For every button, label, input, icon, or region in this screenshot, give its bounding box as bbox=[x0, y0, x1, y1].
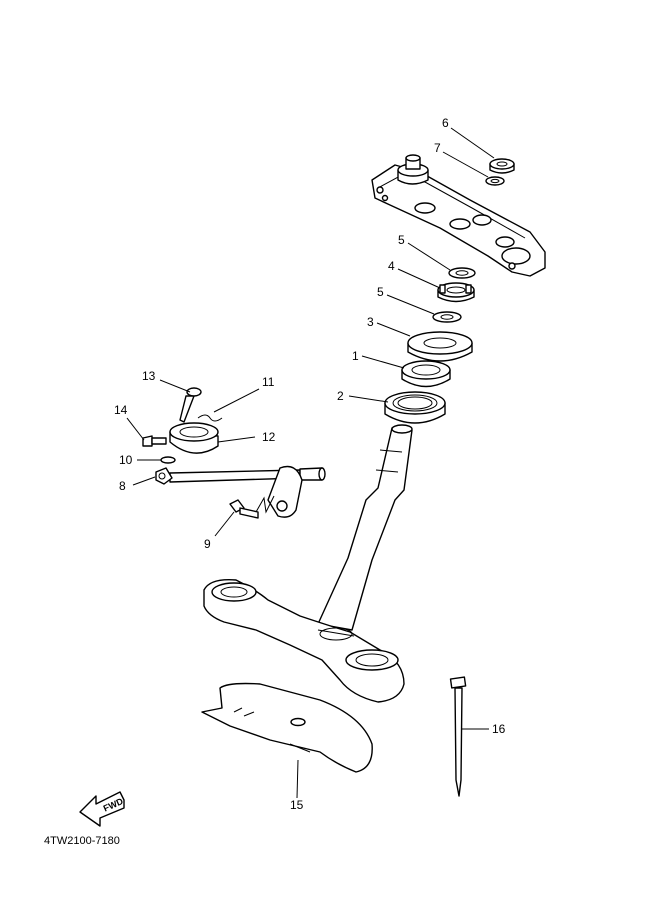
part-5-washer-upper bbox=[448, 267, 476, 279]
callout-14: 14 bbox=[114, 403, 128, 417]
leader-lines bbox=[126, 127, 495, 799]
callout-11: 11 bbox=[262, 375, 275, 389]
part-1-bearing bbox=[401, 360, 451, 388]
callout-1: 1 bbox=[352, 349, 359, 363]
part-9-bolt bbox=[229, 499, 259, 519]
part-2-bearing bbox=[384, 391, 446, 424]
callout-8: 8 bbox=[119, 479, 126, 493]
part-14-bolt bbox=[142, 435, 167, 447]
part-3-cover bbox=[407, 331, 473, 362]
fwd-arrow-icon: FWD bbox=[79, 791, 125, 827]
callout-13: 13 bbox=[142, 369, 156, 383]
part-11-clip bbox=[197, 414, 223, 422]
callout-6: 6 bbox=[442, 116, 449, 130]
part-12-clamp bbox=[169, 422, 219, 454]
callout-10: 10 bbox=[119, 453, 133, 467]
callout-5-lower: 5 bbox=[377, 285, 384, 299]
diagram-code: 4TW2100-7180 bbox=[44, 835, 120, 847]
under-bracket bbox=[203, 424, 413, 703]
callout-9: 9 bbox=[204, 537, 211, 551]
part-7-washer bbox=[485, 176, 505, 186]
callout-12: 12 bbox=[262, 430, 276, 444]
callout-4: 4 bbox=[388, 259, 395, 273]
part-4-ring-nut bbox=[437, 282, 475, 303]
part-6-nut bbox=[489, 158, 515, 174]
part-15-cover bbox=[201, 682, 373, 773]
part-5-washer-lower bbox=[432, 311, 462, 323]
upper-bracket bbox=[371, 154, 546, 277]
part-8-rod-end bbox=[155, 467, 173, 485]
steering-damper bbox=[169, 465, 326, 518]
callout-16: 16 bbox=[492, 722, 506, 736]
callout-5-upper: 5 bbox=[398, 233, 405, 247]
part-10-washer bbox=[160, 456, 176, 464]
part-13-pin bbox=[179, 387, 202, 423]
callout-7: 7 bbox=[434, 141, 441, 155]
callout-15: 15 bbox=[290, 798, 304, 812]
callout-3: 3 bbox=[367, 315, 374, 329]
part-16-cable-tie bbox=[449, 676, 467, 797]
callout-2: 2 bbox=[337, 389, 344, 403]
